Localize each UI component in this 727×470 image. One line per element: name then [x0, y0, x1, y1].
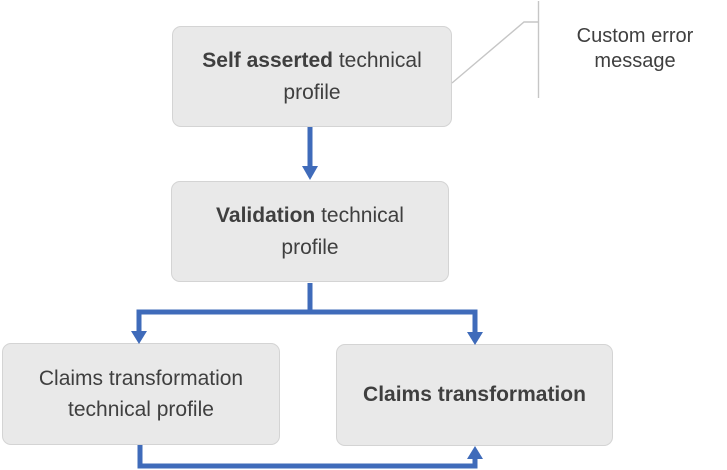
node-label: Validation technical profile: [196, 200, 424, 263]
arrowhead-up-icon: [467, 446, 483, 459]
node-label-bold: Claims transformation: [363, 383, 586, 407]
node-claims-transformation-technical-profile: Claims transformation technical profile: [2, 343, 280, 445]
arrow-self-asserted-to-validation: [302, 127, 318, 180]
node-label-bold: Self asserted: [202, 49, 334, 72]
node-label-rest: technical profile: [281, 204, 404, 259]
callout-leader-line: [451, 1, 540, 98]
node-label: Claims transformation: [363, 379, 586, 411]
callout-diagonal-line: [451, 21, 538, 84]
node-label-text: Claims transformation technical profile: [38, 366, 244, 422]
node-label-rest: technical profile: [283, 49, 422, 104]
arrowhead-down-icon: [302, 166, 318, 180]
arrow-validation-branch: [131, 283, 483, 345]
node-label: Self asserted technical profile: [198, 45, 426, 108]
node-claims-transformation: Claims transformation: [336, 344, 613, 446]
node-self-asserted-technical-profile: Self asserted technical profile: [172, 26, 452, 127]
node-validation-technical-profile: Validation technical profile: [171, 181, 449, 282]
custom-error-message-label: Custom error message: [576, 25, 694, 72]
node-label: Claims transformation technical profile: [27, 363, 255, 426]
node-label-bold: Validation: [216, 204, 316, 227]
loop-elbow: [137, 445, 478, 469]
arrow-claims-tp-to-claims-transformation: [137, 445, 483, 469]
